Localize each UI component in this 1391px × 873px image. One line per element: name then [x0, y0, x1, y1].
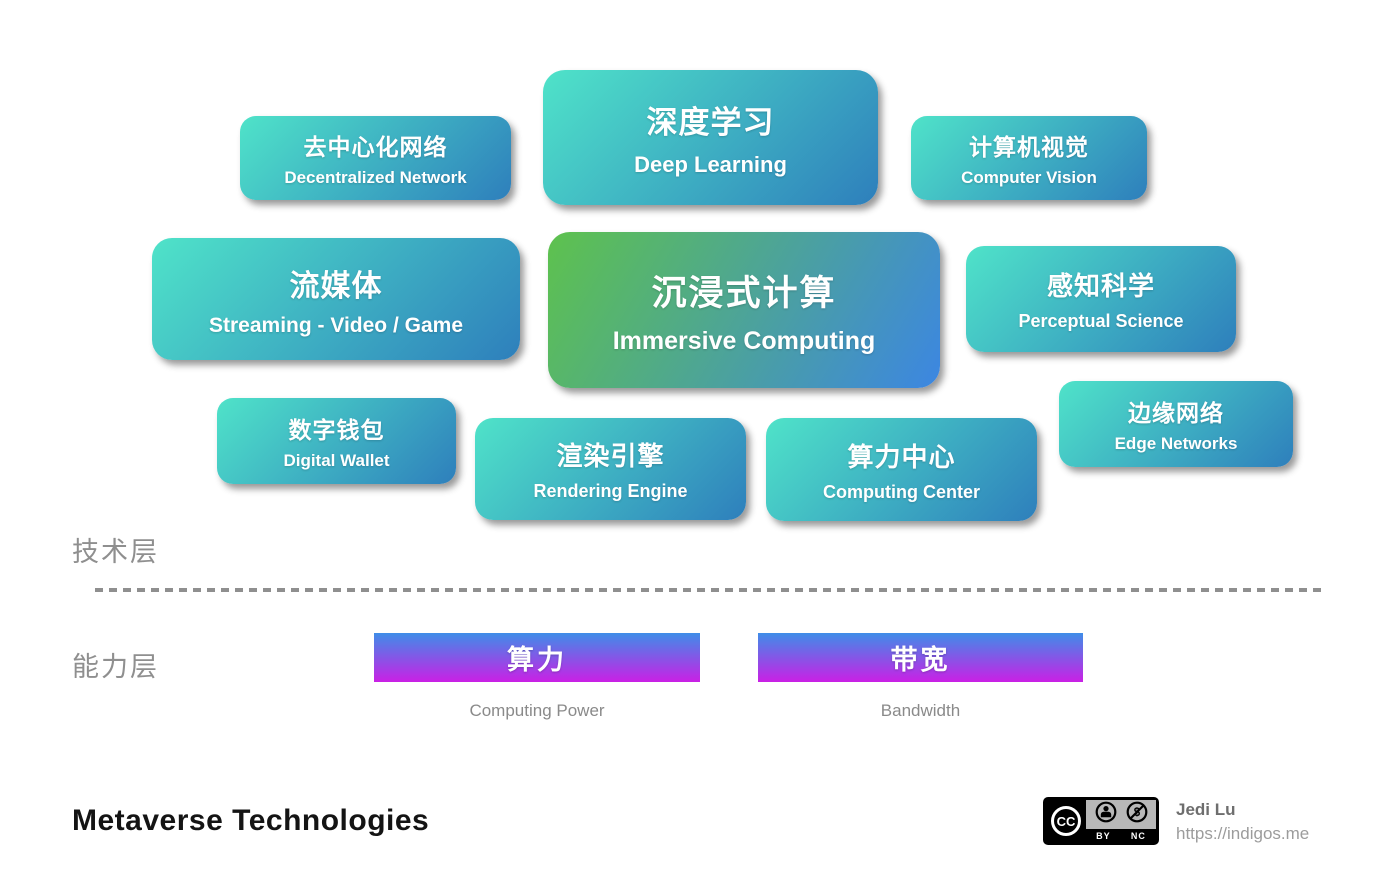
bar-computing-power-zh: 算力 — [507, 645, 567, 675]
node-streaming-zh: 流媒体 — [289, 269, 383, 303]
author-url: https://indigos.me — [1176, 824, 1310, 843]
node-rendering-engine-zh: 渲染引擎 — [556, 441, 665, 471]
node-computer-vision-en: Computer Vision — [961, 168, 1097, 187]
node-deep-learning: 深度学习 Deep Learning — [543, 70, 878, 205]
node-edge-networks-en: Edge Networks — [1114, 434, 1238, 453]
cc-logo: CC — [1046, 800, 1086, 842]
cc-badge-right: $ BY NC — [1086, 800, 1156, 842]
bandwidth-caption: Bandwidth — [880, 701, 961, 720]
node-computer-vision: 计算机视觉 Computer Vision — [911, 116, 1147, 200]
bar-computing-power: 算力 — [374, 633, 700, 682]
cc-badge-labels: BY NC — [1086, 829, 1156, 842]
non-commercial-dollar-icon: $ — [1126, 801, 1148, 828]
node-edge-networks-zh: 边缘网络 — [1128, 400, 1224, 426]
node-deep-learning-zh: 深度学习 — [646, 105, 775, 140]
node-computing-center-zh: 算力中心 — [847, 441, 956, 472]
cc-by-label: BY — [1096, 830, 1111, 841]
node-decentralized-network: 去中心化网络 Decentralized Network — [240, 116, 511, 200]
bar-bandwidth: 带宽 — [758, 633, 1083, 682]
node-digital-wallet: 数字钱包 Digital Wallet — [217, 398, 456, 484]
node-decentralized-network-en: Decentralized Network — [284, 168, 467, 187]
node-rendering-engine-en: Rendering Engine — [533, 481, 688, 501]
node-decentralized-network-zh: 去中心化网络 — [303, 134, 448, 160]
node-perceptual-science: 感知科学 Perceptual Science — [966, 246, 1236, 352]
node-edge-networks: 边缘网络 Edge Networks — [1059, 381, 1293, 467]
node-computing-center-en: Computing Center — [823, 481, 980, 502]
node-perceptual-science-zh: 感知科学 — [1046, 271, 1155, 301]
node-rendering-engine: 渲染引擎 Rendering Engine — [475, 418, 746, 520]
cc-badge-icons: $ — [1086, 800, 1156, 829]
page-title: Metaverse Technologies — [72, 804, 430, 837]
bar-bandwidth-zh: 带宽 — [890, 645, 951, 675]
node-immersive-computing-zh: 沉浸式计算 — [651, 273, 837, 313]
node-deep-learning-en: Deep Learning — [634, 152, 787, 177]
node-immersive-computing: 沉浸式计算 Immersive Computing — [548, 232, 940, 388]
cc-by-nc-license-badge: CC $ — [1043, 797, 1159, 845]
node-immersive-computing-en: Immersive Computing — [612, 326, 876, 355]
cc-nc-label: NC — [1130, 830, 1146, 841]
node-digital-wallet-zh: 数字钱包 — [288, 417, 385, 443]
author-credit: Jedi Lu https://indigos.me — [1176, 798, 1309, 846]
technology-layer-label: 技术层 — [72, 537, 159, 567]
node-streaming: 流媒体 Streaming - Video / Game — [152, 238, 520, 360]
node-computer-vision-zh: 计算机视觉 — [969, 134, 1089, 160]
attribution-person-icon — [1095, 801, 1117, 828]
node-computing-center: 算力中心 Computing Center — [766, 418, 1037, 521]
author-name: Jedi Lu — [1176, 800, 1236, 819]
node-digital-wallet-en: Digital Wallet — [283, 451, 390, 470]
cc-icon: CC — [1051, 806, 1081, 836]
node-perceptual-science-en: Perceptual Science — [1018, 311, 1184, 331]
capability-layer-label: 能力层 — [72, 652, 159, 682]
layer-divider-dashed-line — [95, 588, 1323, 592]
node-streaming-en: Streaming - Video / Game — [208, 313, 464, 337]
computing-power-caption: Computing Power — [469, 701, 605, 720]
